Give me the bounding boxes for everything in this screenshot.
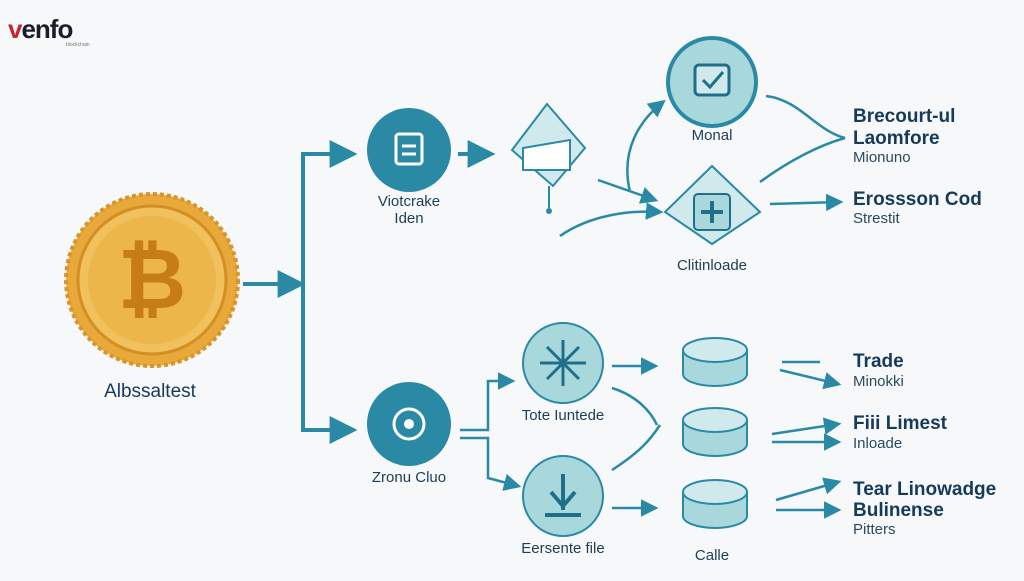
output-2-title: Erossson Cod bbox=[853, 189, 982, 210]
output-3-title: Trade bbox=[853, 351, 904, 372]
viotcrake-node-icon bbox=[367, 108, 451, 192]
viotcrake-label-line2: Iden bbox=[394, 210, 424, 227]
logo: venfo blockchain bbox=[8, 14, 90, 48]
zronu-label: Zronu Cluo bbox=[371, 469, 447, 486]
viotcrake-label-line1: Viotcrake bbox=[377, 193, 441, 210]
output-3-sub: Minokki bbox=[853, 373, 904, 390]
branch-connectors bbox=[243, 140, 496, 444]
clitin-label: Clitinloade bbox=[676, 257, 748, 274]
output-5-sub: Pitters bbox=[853, 521, 896, 538]
coin-stack-icon-2 bbox=[682, 407, 748, 457]
coin-label: Albssaltest bbox=[104, 381, 196, 402]
zronu-node-icon bbox=[367, 382, 451, 466]
output-5-title-line1: Tear Linowadge bbox=[853, 479, 997, 500]
coin-stack-icon-1 bbox=[682, 337, 748, 387]
coin-stack-icon-3 bbox=[682, 479, 748, 529]
tote-snowflake-icon bbox=[522, 322, 604, 404]
output-4-sub: Inloade bbox=[853, 435, 903, 452]
output-1-sub: Mionuno bbox=[853, 149, 911, 166]
output-2-sub: Strestit bbox=[853, 210, 900, 227]
eersente-download-icon bbox=[522, 455, 604, 537]
drop-diamond-icon bbox=[510, 102, 587, 214]
bitcoin-coin-icon: ₿ bbox=[64, 192, 240, 368]
tote-label: Tote Iuntede bbox=[521, 407, 605, 424]
output-4-title: Fiii Limest bbox=[853, 413, 947, 434]
clitin-plus-icon bbox=[663, 164, 762, 246]
svg-text:₿: ₿ bbox=[118, 230, 186, 328]
bottom-flow-connectors bbox=[460, 357, 842, 519]
top-flow-curves bbox=[559, 94, 846, 238]
output-1-title-line1: Brecourt-ul bbox=[853, 106, 956, 127]
output-1-title-line2: Laomfore bbox=[853, 128, 940, 149]
eersente-label: Eersente file bbox=[521, 540, 605, 557]
output-5-title-line2: Bulinense bbox=[853, 500, 944, 521]
calle-label: Calle bbox=[694, 547, 730, 564]
monal-label: Monal bbox=[691, 127, 733, 144]
monal-check-icon bbox=[666, 36, 758, 128]
